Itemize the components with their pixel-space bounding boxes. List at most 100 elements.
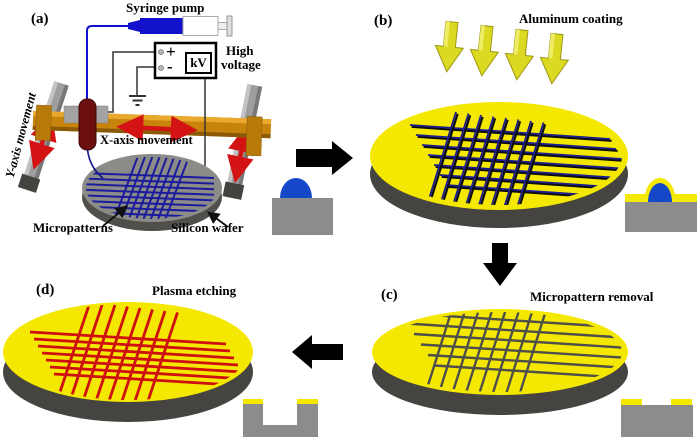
fiber-line (512, 123, 547, 205)
fiber-line (164, 157, 191, 219)
fiber-line (413, 332, 622, 350)
syringe (86, 15, 233, 101)
x-axis-label: X-axis movement (100, 133, 193, 147)
panel-c-title: Micropattern removal (530, 289, 654, 304)
fiber-line (435, 113, 470, 205)
fiber-line (144, 312, 179, 400)
panel-c-tag: (c) (381, 287, 398, 303)
fibers-d (29, 304, 247, 400)
coating-arrows (432, 20, 572, 86)
fiber-line (409, 124, 611, 140)
micropatterns-label: Micropatterns (33, 220, 113, 235)
fiber-line (81, 304, 117, 400)
silicon-wafer-pointer (206, 211, 229, 228)
fiber-line (86, 194, 215, 202)
fiber-line (49, 365, 247, 381)
fiber-line (45, 358, 243, 374)
fiber-line (487, 120, 522, 205)
fiber-line (131, 310, 167, 400)
panel-d-tag: (d) (36, 282, 55, 298)
plus-terminal (158, 49, 164, 55)
silicon-wafer (82, 149, 222, 231)
fiber-line (149, 157, 176, 219)
fiber-line (435, 312, 469, 392)
fiber-line (41, 351, 239, 367)
wafer-c-removed (372, 309, 628, 415)
fiber-line (500, 312, 534, 392)
fiber-line (461, 312, 495, 392)
fiber-line (156, 157, 183, 219)
fiber-line (417, 135, 618, 152)
trench-profile (243, 404, 318, 437)
fiber-line (510, 122, 545, 205)
fiber-line (474, 119, 509, 205)
ground-symbol (129, 95, 146, 106)
fiber-line (56, 304, 92, 399)
inset-b-coated-droplet (625, 178, 697, 232)
fiber-line (29, 330, 227, 346)
fiber-line (499, 122, 534, 205)
ground-wire (136, 66, 155, 95)
silicon-wafer-label: Silicon wafer (171, 220, 244, 235)
x-motion-arrow (116, 114, 198, 143)
step-arrow-b-to-c (483, 243, 517, 286)
fiber-line (119, 309, 154, 400)
step-arrow-a-to-b (296, 141, 353, 175)
fiber-line (498, 120, 532, 205)
positive-wire (96, 51, 155, 113)
y-motion-arrow-right (227, 124, 255, 184)
high-voltage-label-1: High (226, 43, 254, 58)
fiber-line (406, 322, 622, 339)
panel-b-tag: (b) (374, 13, 393, 29)
fiber-line (127, 157, 154, 219)
fiber-line (420, 343, 622, 360)
wafer-d-etched (3, 302, 253, 422)
fiber-line (69, 304, 104, 400)
micropatterns-pointer (102, 205, 129, 227)
minus-terminal (158, 65, 164, 71)
step-arrow-c-to-d (292, 335, 343, 369)
fiber-line (427, 154, 622, 170)
spinneret-needle (78, 98, 97, 151)
fiber-line (435, 165, 622, 182)
fiber-line (448, 312, 482, 392)
fiber-line (474, 312, 508, 392)
fiber-line (485, 119, 520, 205)
kv-display (185, 52, 212, 74)
fiber-line (422, 312, 456, 392)
inset-a-droplet (272, 178, 333, 235)
panel-a-tag: (a) (31, 11, 49, 27)
panel-d-title: Plasma etching (152, 283, 237, 298)
fiber-line (473, 117, 507, 205)
fiber-line (86, 188, 215, 196)
wafer-b-coated (370, 102, 628, 228)
fiber-line (411, 125, 612, 142)
fiber-line (460, 116, 495, 205)
fiber-line (487, 312, 521, 392)
plunger-rod (217, 22, 228, 30)
minus-sign: - (167, 57, 173, 76)
inset-c-mask (621, 399, 693, 437)
syringe-pump-label: Syringe pump (126, 0, 205, 15)
high-voltage-label-2: voltage (221, 57, 261, 72)
droplet (280, 178, 312, 198)
fiber-line (86, 205, 215, 213)
fibers-a (86, 157, 215, 219)
fiber-line (134, 157, 161, 219)
feed-tube (86, 25, 133, 101)
plunger-cap (226, 15, 233, 37)
fiber-line (33, 337, 231, 353)
fiber-line (94, 306, 129, 400)
fiber-line (86, 177, 215, 185)
polymer-jet (86, 149, 104, 179)
fiber-line (86, 172, 215, 179)
fiber-line (513, 313, 547, 392)
fiber-line (429, 155, 622, 172)
syringe-barrel (182, 16, 219, 36)
fiber-line (448, 114, 482, 205)
fiber-line (106, 307, 142, 400)
rail-foot (17, 173, 41, 193)
rail-foot (222, 181, 245, 200)
